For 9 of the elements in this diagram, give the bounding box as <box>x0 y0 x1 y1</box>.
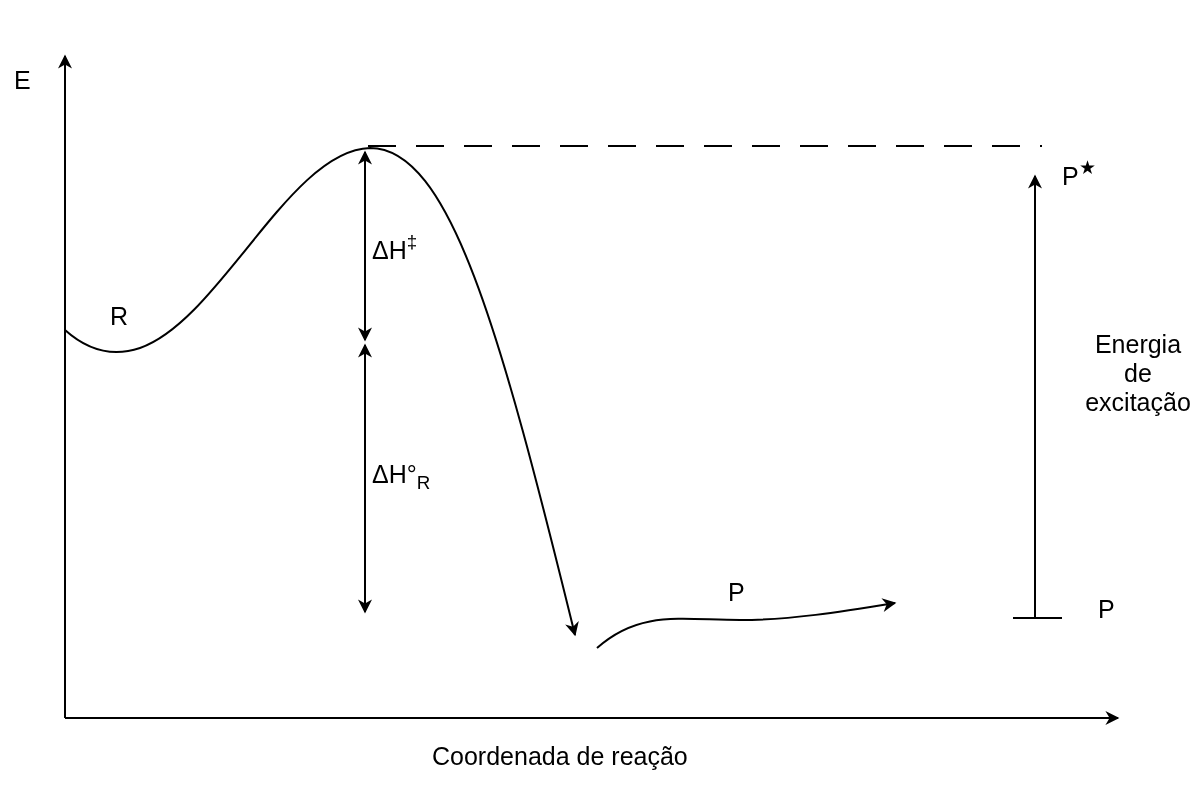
axis-label: Coordenada de reação <box>432 742 688 771</box>
energy-label: Energia de excitação <box>1084 330 1192 417</box>
state-label: R <box>110 302 129 331</box>
enthalpy-label: ΔH°$_{R}$ <box>372 460 431 489</box>
state-label: P$^{★}$ <box>1062 162 1096 191</box>
state-label: P <box>728 578 745 607</box>
axis-label: E <box>14 66 31 95</box>
enthalpy-label: ΔH$^{‡}$ <box>372 236 418 265</box>
state-label: P <box>1098 595 1115 624</box>
